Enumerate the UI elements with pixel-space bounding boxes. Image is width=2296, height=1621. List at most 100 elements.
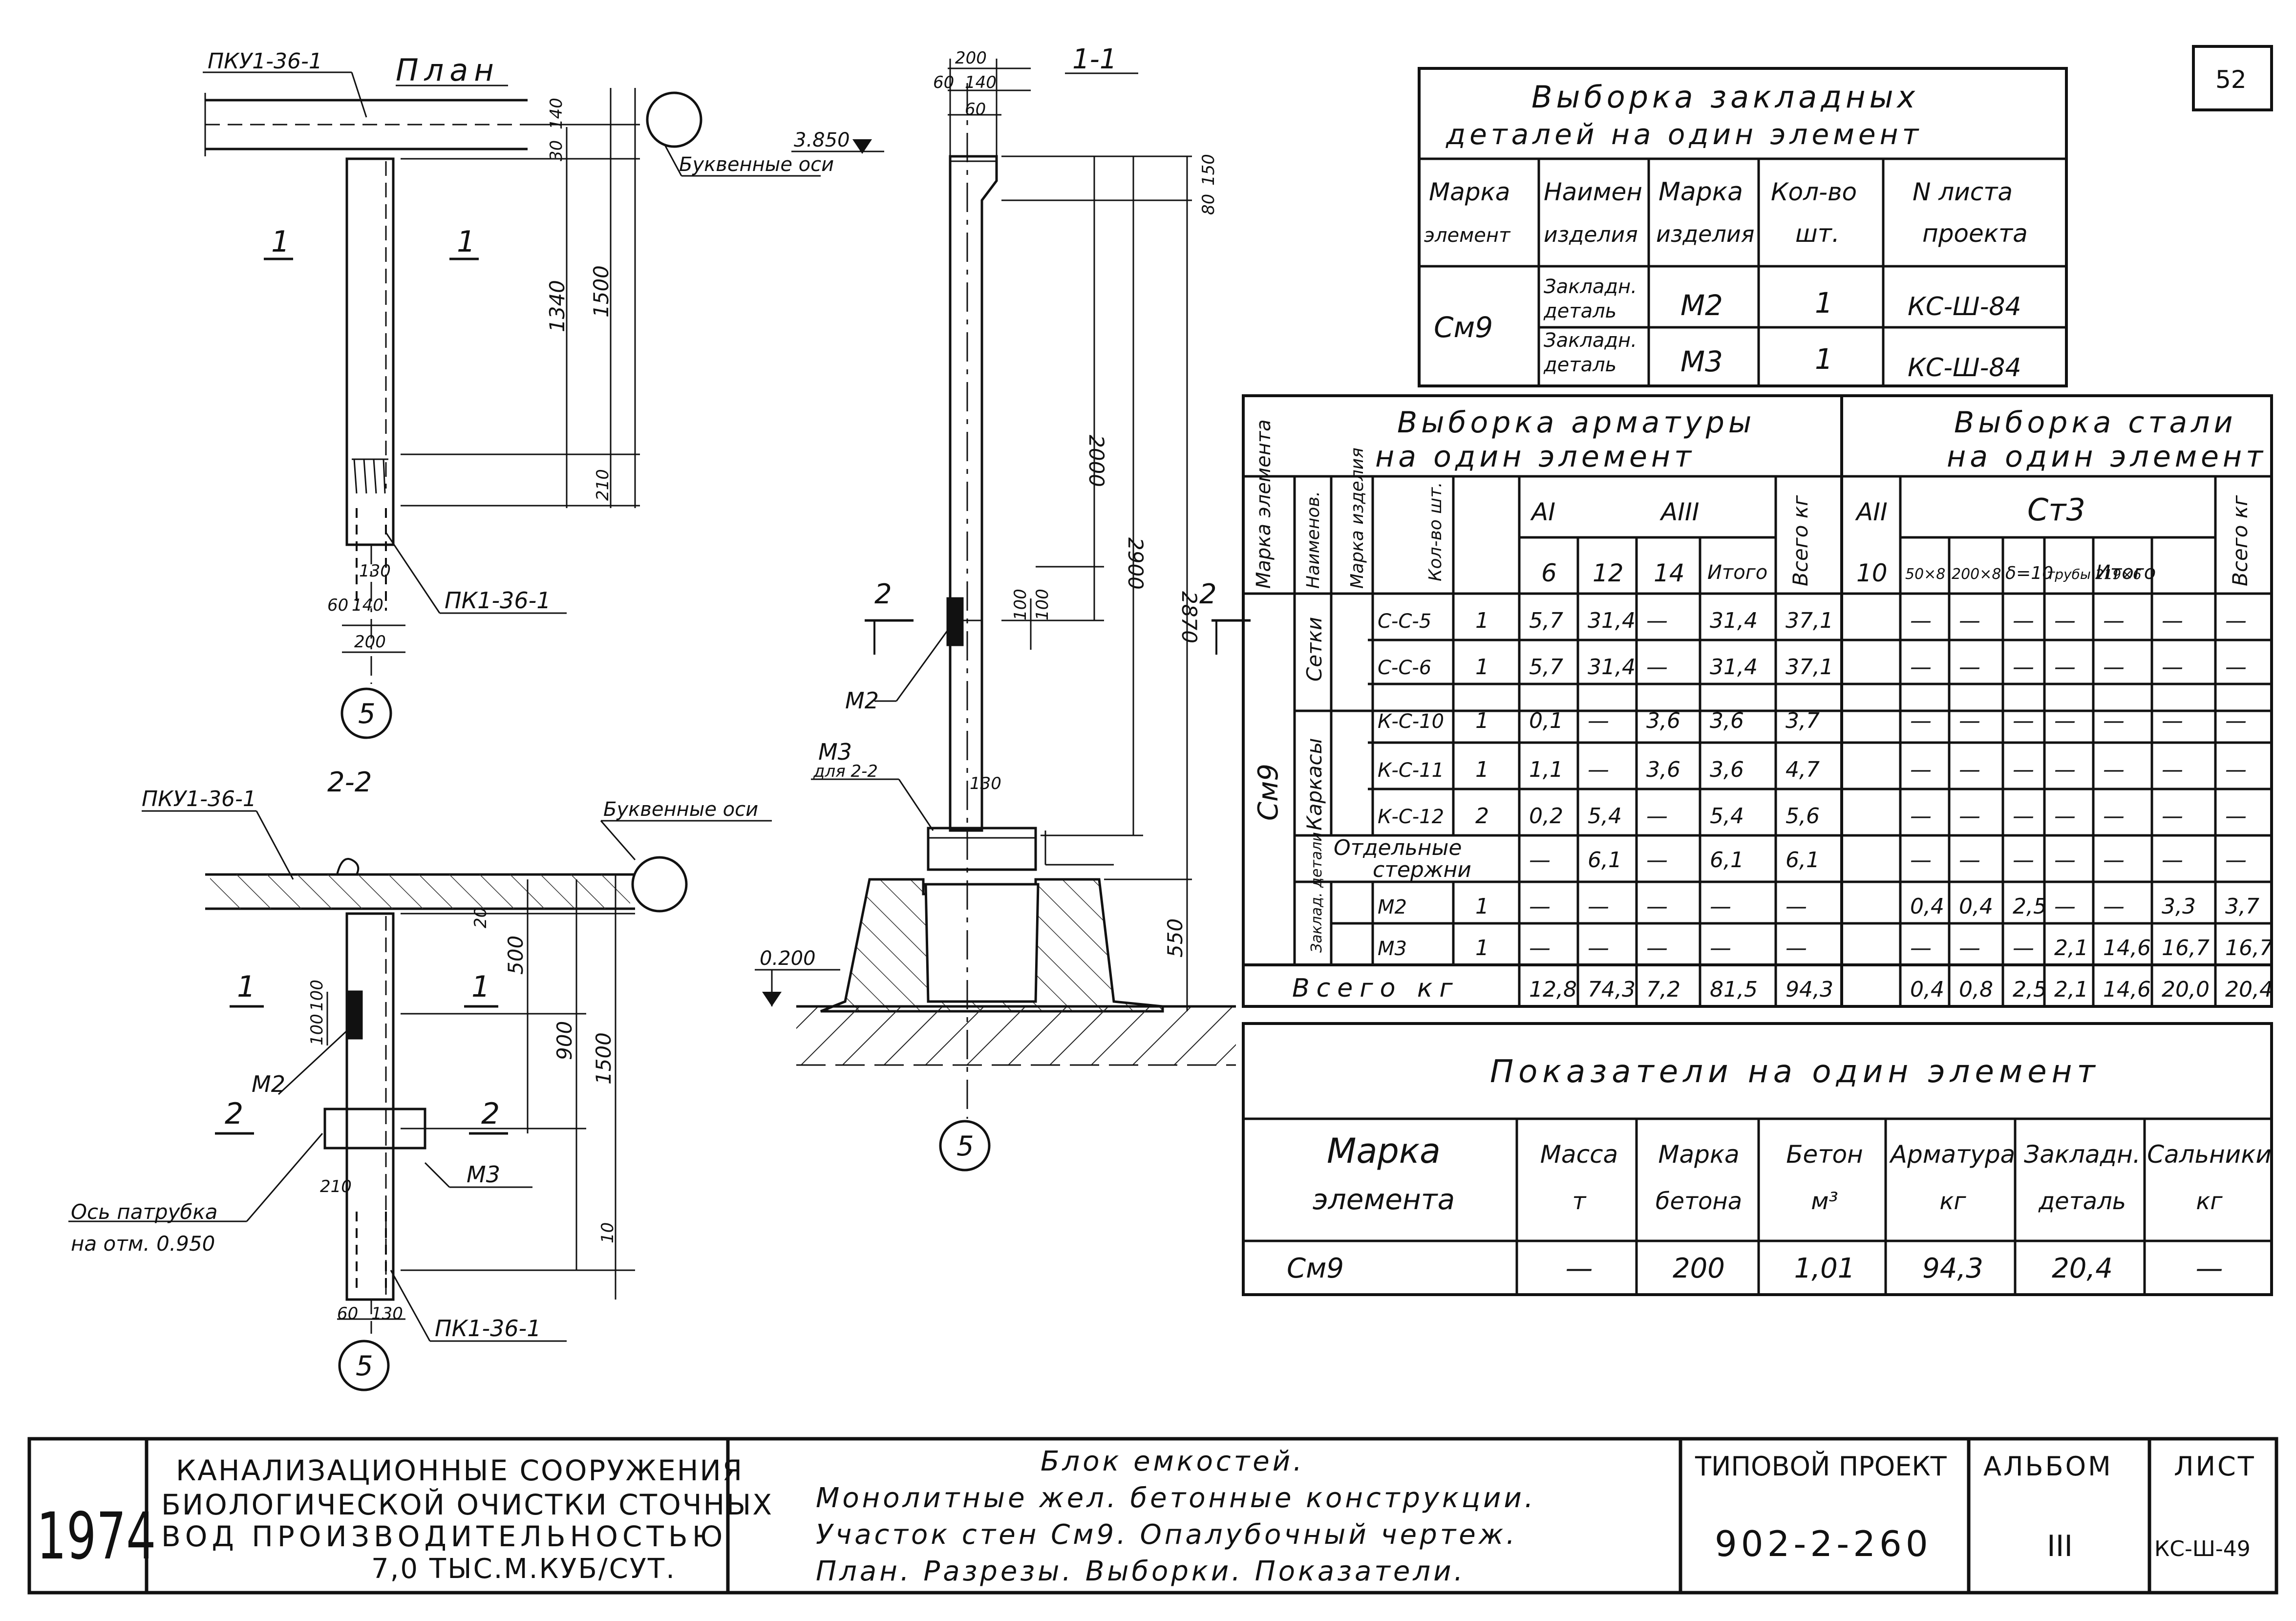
sheet-number: 52 bbox=[2215, 65, 2247, 94]
rebar-cell: — bbox=[2103, 708, 2125, 733]
section11-axis-number: 5 bbox=[957, 1130, 974, 1162]
rebar-sub-10: 10 bbox=[1856, 559, 1888, 587]
rebar-total-cell: 74,3 bbox=[1588, 977, 1636, 1002]
section11-dim-60b: 60 bbox=[965, 100, 986, 119]
rebar-cell: — bbox=[2013, 708, 2034, 733]
rebar-total-cell: 2,1 bbox=[2054, 977, 2088, 1002]
embedded-head-5a: N листа bbox=[1913, 178, 2013, 206]
section11-dim-2870: 2870 bbox=[1177, 591, 1201, 643]
sheet-number-box bbox=[2192, 45, 2273, 111]
rebar-head-total-kg-2: Всего кг bbox=[2228, 495, 2252, 586]
rebar-cell: — bbox=[2103, 894, 2125, 919]
rebar-cell: — bbox=[2225, 708, 2247, 733]
rebar-cell: — bbox=[2225, 804, 2247, 829]
section22-dim-500: 500 bbox=[504, 936, 528, 975]
rebar-total-cell: 14,6 bbox=[2103, 977, 2151, 1002]
rebar-cell: 5,6 bbox=[1786, 804, 1820, 829]
indicator-header: Арматура bbox=[1889, 1140, 2015, 1169]
stamp-desc-1: Блок емкостей. bbox=[1041, 1446, 1305, 1477]
indicator-header: элемента bbox=[1313, 1183, 1455, 1216]
embedded-head-4b: шт. bbox=[1795, 219, 1840, 248]
embedded-head-3b: изделия bbox=[1656, 221, 1754, 247]
section22-label-bottom: ПК1-36-1 bbox=[435, 1315, 541, 1342]
plan-dim-30: 30 bbox=[547, 140, 566, 161]
indicator-header: Масса bbox=[1540, 1140, 1618, 1169]
rebar-group-setki: Сетки bbox=[1302, 617, 1326, 682]
rebar-cell: 2,1 bbox=[2054, 936, 2088, 960]
rebar-cell: — bbox=[2013, 804, 2034, 829]
rebar-head-qty: Кол-во шт. bbox=[1425, 482, 1446, 581]
stamp-project: 902-2-260 bbox=[1715, 1523, 1932, 1564]
title-block-grid bbox=[27, 1437, 2278, 1595]
rebar-cell: — bbox=[2162, 608, 2183, 633]
embedded-row1-name-1: Закладн. bbox=[1544, 276, 1637, 298]
rebar-row-qty: 1 bbox=[1475, 894, 1489, 919]
embedded-title-1: Выборка закладных bbox=[1531, 79, 1919, 115]
rebar-total-cell: 2,5 bbox=[2013, 977, 2047, 1002]
rebar-cell: 0,4 bbox=[1959, 894, 1993, 919]
rebar-sub-total: Итого bbox=[1707, 561, 1767, 584]
rebar-cell: — bbox=[1529, 894, 1551, 919]
rebar-cell: — bbox=[2013, 936, 2034, 960]
rebar-cell: — bbox=[2225, 757, 2247, 782]
embedded-table-grid bbox=[1418, 67, 2068, 387]
section22-section-2-right: 2 bbox=[481, 1097, 500, 1131]
indicator-value: — bbox=[2196, 1253, 2223, 1284]
section22-m2: М2 bbox=[252, 1071, 285, 1097]
rebar-cell: — bbox=[1710, 894, 1731, 919]
rebar-cell: 5,4 bbox=[1588, 804, 1622, 829]
rebar-cell: — bbox=[2162, 804, 2183, 829]
section22-pipe-axis-2: на отм. 0.950 bbox=[71, 1232, 215, 1256]
embedded-head-2b: изделия bbox=[1544, 222, 1638, 247]
rebar-row-mark: К-С-11 bbox=[1378, 759, 1444, 782]
rebar-row-qty: 2 bbox=[1475, 804, 1489, 829]
stamp-year: 1974 bbox=[37, 1499, 156, 1574]
rebar-cell: 3,6 bbox=[1710, 757, 1744, 782]
plan-letter-axes: Буквенные оси bbox=[679, 153, 834, 176]
section22-section-2-left: 2 bbox=[225, 1097, 243, 1131]
stamp-project-label: ТИПОВОЙ ПРОЕКТ bbox=[1695, 1451, 1947, 1482]
rebar-title-right-2: на один элемент bbox=[1947, 440, 2267, 474]
rebar-title-right-1: Выборка стали bbox=[1954, 405, 2236, 440]
rebar-cell: — bbox=[2103, 848, 2125, 873]
section22-dim-1500: 1500 bbox=[592, 1032, 616, 1085]
section-2-2-drawing bbox=[68, 810, 772, 1391]
rebar-cell: — bbox=[2013, 848, 2034, 873]
rebar-separate-1: Отдельные bbox=[1334, 835, 1462, 860]
rebar-cell: 6,1 bbox=[1588, 848, 1622, 873]
indicator-value: 1,01 bbox=[1794, 1253, 1855, 1284]
rebar-head-a1: АI bbox=[1530, 498, 1555, 526]
rebar-cell: 37,1 bbox=[1786, 608, 1833, 633]
axis-circle-2-2 bbox=[338, 1340, 390, 1391]
indicator-value: — bbox=[1566, 1253, 1593, 1284]
indicator-header: т bbox=[1573, 1188, 1587, 1215]
rebar-cell: — bbox=[1646, 936, 1668, 960]
stamp-desc-3: Участок стен См9. Опалубочный чертеж. bbox=[816, 1519, 1518, 1551]
indicator-header: Марка bbox=[1327, 1131, 1441, 1171]
section22-dim-60: 60 bbox=[337, 1304, 358, 1323]
rebar-cell: — bbox=[1588, 708, 1609, 733]
rebar-cell: — bbox=[2054, 848, 2076, 873]
rebar-cell: — bbox=[2103, 608, 2125, 633]
rebar-table-grid bbox=[1242, 394, 2273, 1008]
plan-drawing bbox=[203, 71, 821, 739]
rebar-head-name: Наименов. bbox=[1303, 491, 1323, 589]
rebar-cell: 31,4 bbox=[1588, 608, 1636, 633]
stamp-org-2: БИОЛОГИЧЕСКОЙ ОЧИСТКИ СТОЧНЫХ bbox=[161, 1488, 773, 1521]
rebar-cell: — bbox=[2103, 804, 2125, 829]
rebar-sub-6: 6 bbox=[1541, 559, 1557, 587]
rebar-cell: — bbox=[2162, 655, 2183, 680]
plan-dim-1500: 1500 bbox=[589, 265, 613, 318]
rebar-cell: 16,7 bbox=[2162, 936, 2210, 960]
section11-dim-550: 550 bbox=[1163, 918, 1187, 958]
rebar-row-qty: 1 bbox=[1475, 608, 1489, 633]
section11-level-top: 3.850 bbox=[794, 129, 850, 151]
rebar-cell: 0,2 bbox=[1529, 804, 1563, 829]
rebar-cell: — bbox=[1646, 894, 1668, 919]
indicators-table-grid bbox=[1242, 1022, 2273, 1296]
embedded-row1-name-2: деталь bbox=[1543, 300, 1616, 322]
section11-dim-60: 60 bbox=[933, 73, 954, 92]
rebar-cell: 3,6 bbox=[1646, 708, 1680, 733]
letter-axis-circle bbox=[646, 91, 702, 148]
